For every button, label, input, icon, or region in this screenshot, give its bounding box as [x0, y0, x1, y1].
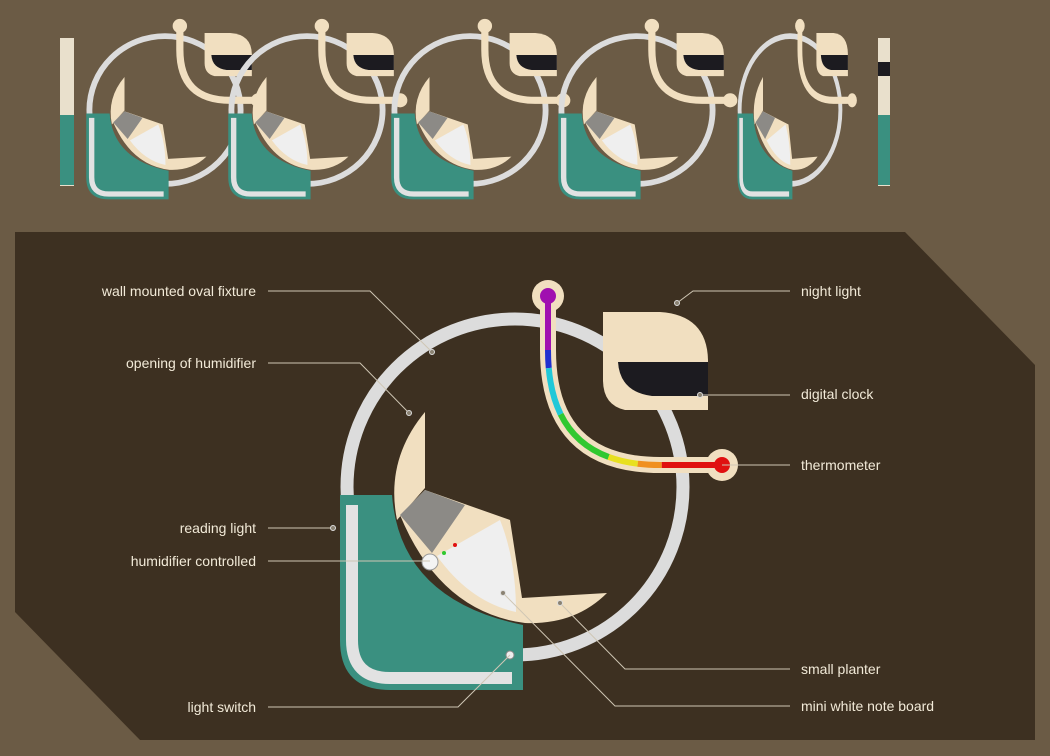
- label-digital-clock: digital clock: [801, 386, 874, 402]
- view-6: [738, 19, 857, 199]
- thermometer-band: [545, 296, 722, 468]
- thermometer-scale: [545, 296, 722, 468]
- view-5: [558, 19, 737, 199]
- view-3: [228, 19, 407, 199]
- indicator-green: [442, 551, 446, 555]
- label-small-planter: small planter: [801, 661, 881, 677]
- indicator-red: [453, 543, 457, 547]
- view-4: [391, 19, 570, 199]
- thermometer-band: [545, 296, 722, 468]
- label-light-switch: light switch: [188, 699, 256, 715]
- label-mini-white-note-board: mini white note board: [801, 698, 934, 714]
- diagram-panel: [15, 232, 1035, 740]
- label-thermometer: thermometer: [801, 457, 881, 473]
- label-night-light: night light: [801, 283, 861, 299]
- label-humidifier-controlled: humidifier controlled: [131, 553, 256, 569]
- label-opening-of-humidifier: opening of humidifier: [126, 355, 256, 371]
- label-reading-light: reading light: [180, 520, 256, 536]
- humidifier-knob[interactable]: [421, 553, 439, 571]
- night-light-bulb-icon: [540, 288, 556, 304]
- thermometer-band: [545, 296, 722, 468]
- perspective-views-row: [60, 19, 890, 199]
- label-wall-mounted-oval-fixture: wall mounted oval fixture: [101, 283, 256, 299]
